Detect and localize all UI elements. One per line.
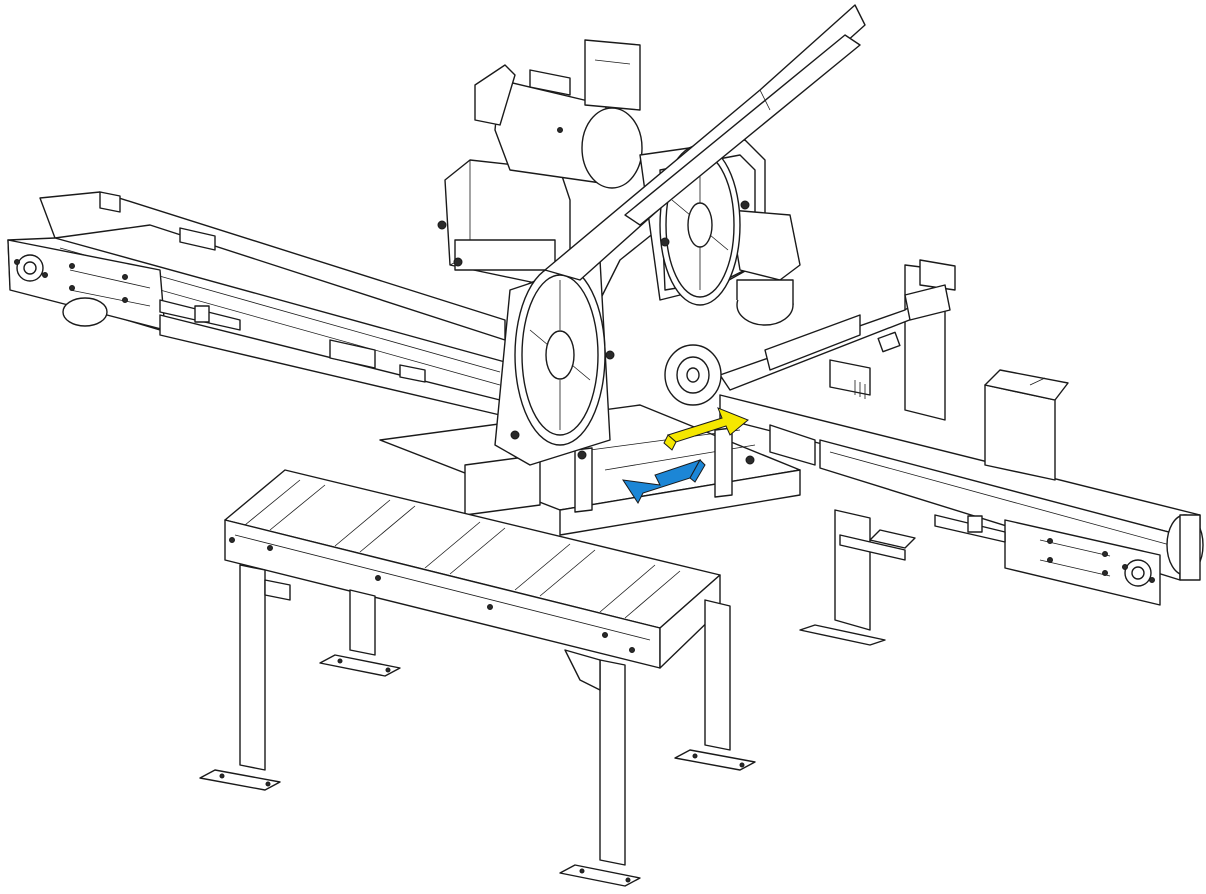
left-belt-conveyor	[7, 191, 506, 406]
left-bearing-icon	[14, 254, 48, 282]
right-belt-conveyor	[719, 369, 1204, 606]
left-tension-rod	[159, 299, 241, 331]
left-rail-tab	[399, 364, 426, 383]
return-arrow	[621, 459, 706, 505]
left-tension-bolts	[69, 263, 128, 303]
tension-knobs	[437, 200, 755, 465]
infeed-chute	[544, 4, 866, 281]
rear-tower-slot	[594, 59, 631, 65]
right-tension-bolts	[1047, 538, 1108, 576]
left-rail-bracket	[329, 339, 376, 369]
rear-tower	[584, 39, 641, 111]
electric-motor	[474, 64, 643, 189]
feed-roller-wheel	[664, 344, 722, 406]
pressure-arm	[719, 284, 951, 391]
foot-bolts	[219, 658, 745, 883]
right-bearing-icon	[1122, 559, 1155, 587]
table-legs	[199, 564, 756, 887]
lower-band-wheel	[529, 280, 591, 430]
forward-arrow	[663, 407, 749, 451]
gearbox	[444, 159, 571, 286]
right-tension-rod	[934, 514, 1006, 543]
